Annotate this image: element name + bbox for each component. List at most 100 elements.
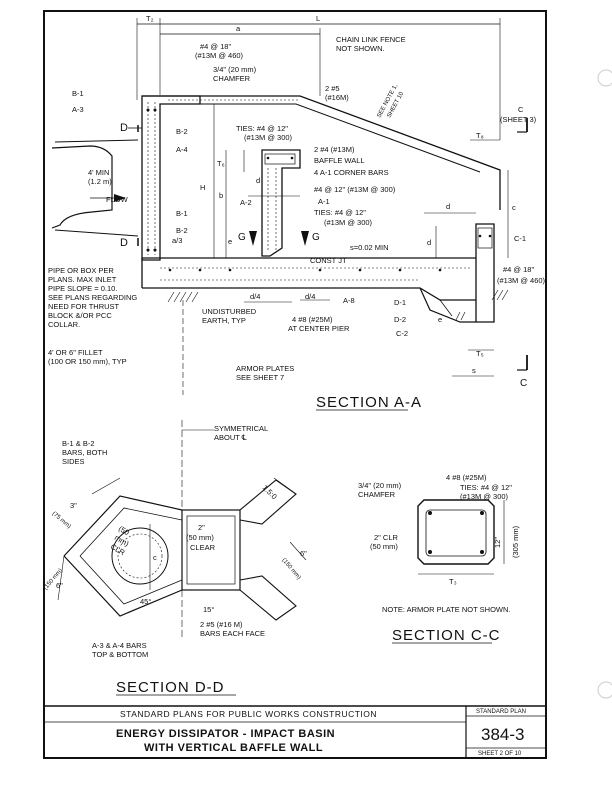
section-aa-drawing bbox=[51, 18, 528, 395]
four-min-1: 4' MIN bbox=[88, 168, 109, 177]
dim-s: s bbox=[472, 366, 476, 375]
pipe-note-5: NEED FOR THRUST bbox=[48, 302, 120, 311]
b-bars-1: B-1 & B-2 bbox=[62, 439, 95, 448]
label-a1: A-1 bbox=[318, 197, 330, 206]
section-dd-drawing bbox=[57, 420, 307, 640]
dim-e-right: e bbox=[438, 315, 442, 324]
dim-a3: a/3 bbox=[172, 236, 182, 245]
title-header: STANDARD PLANS FOR PUBLIC WORKS CONSTRUC… bbox=[120, 709, 377, 719]
label-d1: D-1 bbox=[394, 298, 406, 307]
bar4-18-2: (#13M @ 460) bbox=[195, 51, 244, 60]
dim-d-vert: d bbox=[427, 238, 431, 247]
armor-2: SEE SHEET 7 bbox=[236, 373, 284, 382]
dim-t5: T₅ bbox=[476, 349, 484, 358]
title-line-2: WITH VERTICAL BAFFLE WALL bbox=[144, 742, 323, 754]
bars5-1: 2 #5 (#16 M) bbox=[200, 620, 243, 629]
a-bars-2: TOP & BOTTOM bbox=[92, 650, 148, 659]
bar8-1: 4 #8 (#25M) bbox=[292, 315, 333, 324]
dd-deg15: 15° bbox=[203, 605, 214, 614]
fillet-2: (100 OR 150 mm), TYP bbox=[48, 357, 127, 366]
dd-one5: 1.5:0 bbox=[261, 483, 279, 501]
dim-d-baffle: d bbox=[256, 176, 260, 185]
sym-2: ABOUT ℄ bbox=[214, 433, 248, 442]
b-bars-3: SIDES bbox=[62, 457, 85, 466]
two-clear-1: 2" bbox=[198, 523, 205, 532]
two-clear-2: (50 mm) bbox=[186, 533, 214, 542]
dim-t8: T₈ bbox=[476, 131, 484, 140]
label-a3: A-3 bbox=[72, 105, 84, 114]
chamfer-2: CHAMFER bbox=[213, 74, 251, 83]
dd-three: 3" bbox=[70, 501, 77, 510]
title-block bbox=[43, 705, 547, 759]
pipe-note-3: PIPE SLOPE = 0.10. bbox=[48, 284, 117, 293]
label-d2: D-2 bbox=[394, 315, 406, 324]
dim-d4b: d/4 bbox=[305, 292, 315, 301]
a-bars-1: A-3 & A-4 BARS bbox=[92, 641, 147, 650]
bars-2-5-2: (#16M) bbox=[325, 93, 349, 102]
b-bars-2: BARS, BOTH bbox=[62, 448, 107, 457]
dd-deg45: 45° bbox=[140, 597, 151, 606]
two-clear-3: CLEAR bbox=[190, 543, 216, 552]
flow-arrow bbox=[114, 194, 126, 202]
dim-d-right: d bbox=[446, 202, 450, 211]
armor-1: ARMOR PLATES bbox=[236, 364, 294, 373]
cc-t3: T₃ bbox=[449, 577, 457, 586]
dim-c: c bbox=[512, 203, 516, 212]
section-aa-labels: T₂ L a CHAIN LINK FENCE NOT SHOWN. #4 @ … bbox=[48, 14, 546, 411]
dd-c: c bbox=[153, 553, 157, 562]
dd-one50-r: (150 mm) bbox=[280, 557, 301, 581]
corner-bars: 4 A-1 CORNER BARS bbox=[314, 168, 389, 177]
g-arrow-left bbox=[249, 231, 257, 246]
plan-number: 384-3 bbox=[481, 725, 524, 744]
four-min-2: (1.2 m) bbox=[88, 177, 112, 186]
bar4-18-1: #4 @ 18" bbox=[200, 42, 231, 51]
undist-1: UNDISTURBED bbox=[202, 307, 257, 316]
label-b1b: B-1 bbox=[176, 209, 188, 218]
ties-1: TIES: #4 @ 12" bbox=[236, 124, 288, 133]
label-b2: B-2 bbox=[176, 127, 188, 136]
sheet-number: SHEET 2 OF 10 bbox=[478, 751, 522, 757]
pipe-note-7: COLLAR. bbox=[48, 320, 80, 329]
cc-ties-1: TIES: #4 @ 12" bbox=[460, 483, 512, 492]
flow-label: FLOW bbox=[106, 195, 129, 204]
slope-label: s=0.02 MIN bbox=[350, 243, 389, 252]
label-a2: A-2 bbox=[240, 198, 252, 207]
dd-six-r: 6" bbox=[300, 549, 307, 558]
rebar-dots bbox=[146, 108, 492, 272]
label-c1: C-1 bbox=[514, 234, 526, 243]
bar8-2: AT CENTER PIER bbox=[288, 324, 350, 333]
section-cc-title: SECTION C-C bbox=[392, 627, 501, 644]
section-cc-drawing bbox=[417, 499, 505, 575]
dim-h: H bbox=[200, 183, 205, 192]
dd-six-l: 6" bbox=[56, 581, 63, 590]
cc-twelve-1: 12" bbox=[493, 537, 502, 548]
fillet-1: 4' OR 6" FILLET bbox=[48, 348, 103, 357]
chain-link-1: CHAIN LINK FENCE bbox=[336, 35, 406, 44]
bars-2-5-1: 2 #5 bbox=[325, 84, 340, 93]
label-b2b: B-2 bbox=[176, 226, 188, 235]
bar4-18b-1: #4 @ 18" bbox=[503, 265, 534, 274]
section-aa-title: SECTION A-A bbox=[316, 394, 422, 411]
label-a4: A-4 bbox=[176, 145, 188, 154]
dim-t6: T₆ bbox=[217, 159, 225, 168]
binder-hole-top bbox=[597, 69, 612, 87]
cc-clr-2: (50 mm) bbox=[370, 542, 398, 551]
label-b1: B-1 bbox=[72, 89, 84, 98]
section-dd-labels: SYMMETRICAL ABOUT ℄ B-1 & B-2 BARS, BOTH… bbox=[43, 424, 307, 696]
section-cc-labels: 4 #8 (#25M) 3/4" (20 mm) CHAMFER TIES: #… bbox=[358, 473, 520, 644]
cc-note: NOTE: ARMOR PLATE NOT SHOWN. bbox=[382, 605, 511, 614]
chamfer-1: 3/4" (20 mm) bbox=[213, 65, 257, 74]
cc-twelve-2: (305 mm) bbox=[511, 525, 520, 558]
title-block-text: STANDARD PLANS FOR PUBLIC WORKS CONSTRUC… bbox=[116, 709, 526, 757]
chain-link-2: NOT SHOWN. bbox=[336, 44, 385, 53]
dd-seventy5: (75 mm) bbox=[51, 511, 72, 530]
dim-a: a bbox=[236, 24, 241, 33]
sym-1: SYMMETRICAL bbox=[214, 424, 268, 433]
dim-b: b bbox=[219, 191, 223, 200]
bars5-2: BARS EACH FACE bbox=[200, 629, 265, 638]
label-c-bottom: C bbox=[520, 378, 527, 389]
label-d-top: D bbox=[120, 122, 128, 134]
cc-bar8: 4 #8 (#25M) bbox=[446, 473, 487, 482]
binder-hole-bottom bbox=[597, 681, 612, 699]
cc-chamfer-1: 3/4" (20 mm) bbox=[358, 481, 402, 490]
